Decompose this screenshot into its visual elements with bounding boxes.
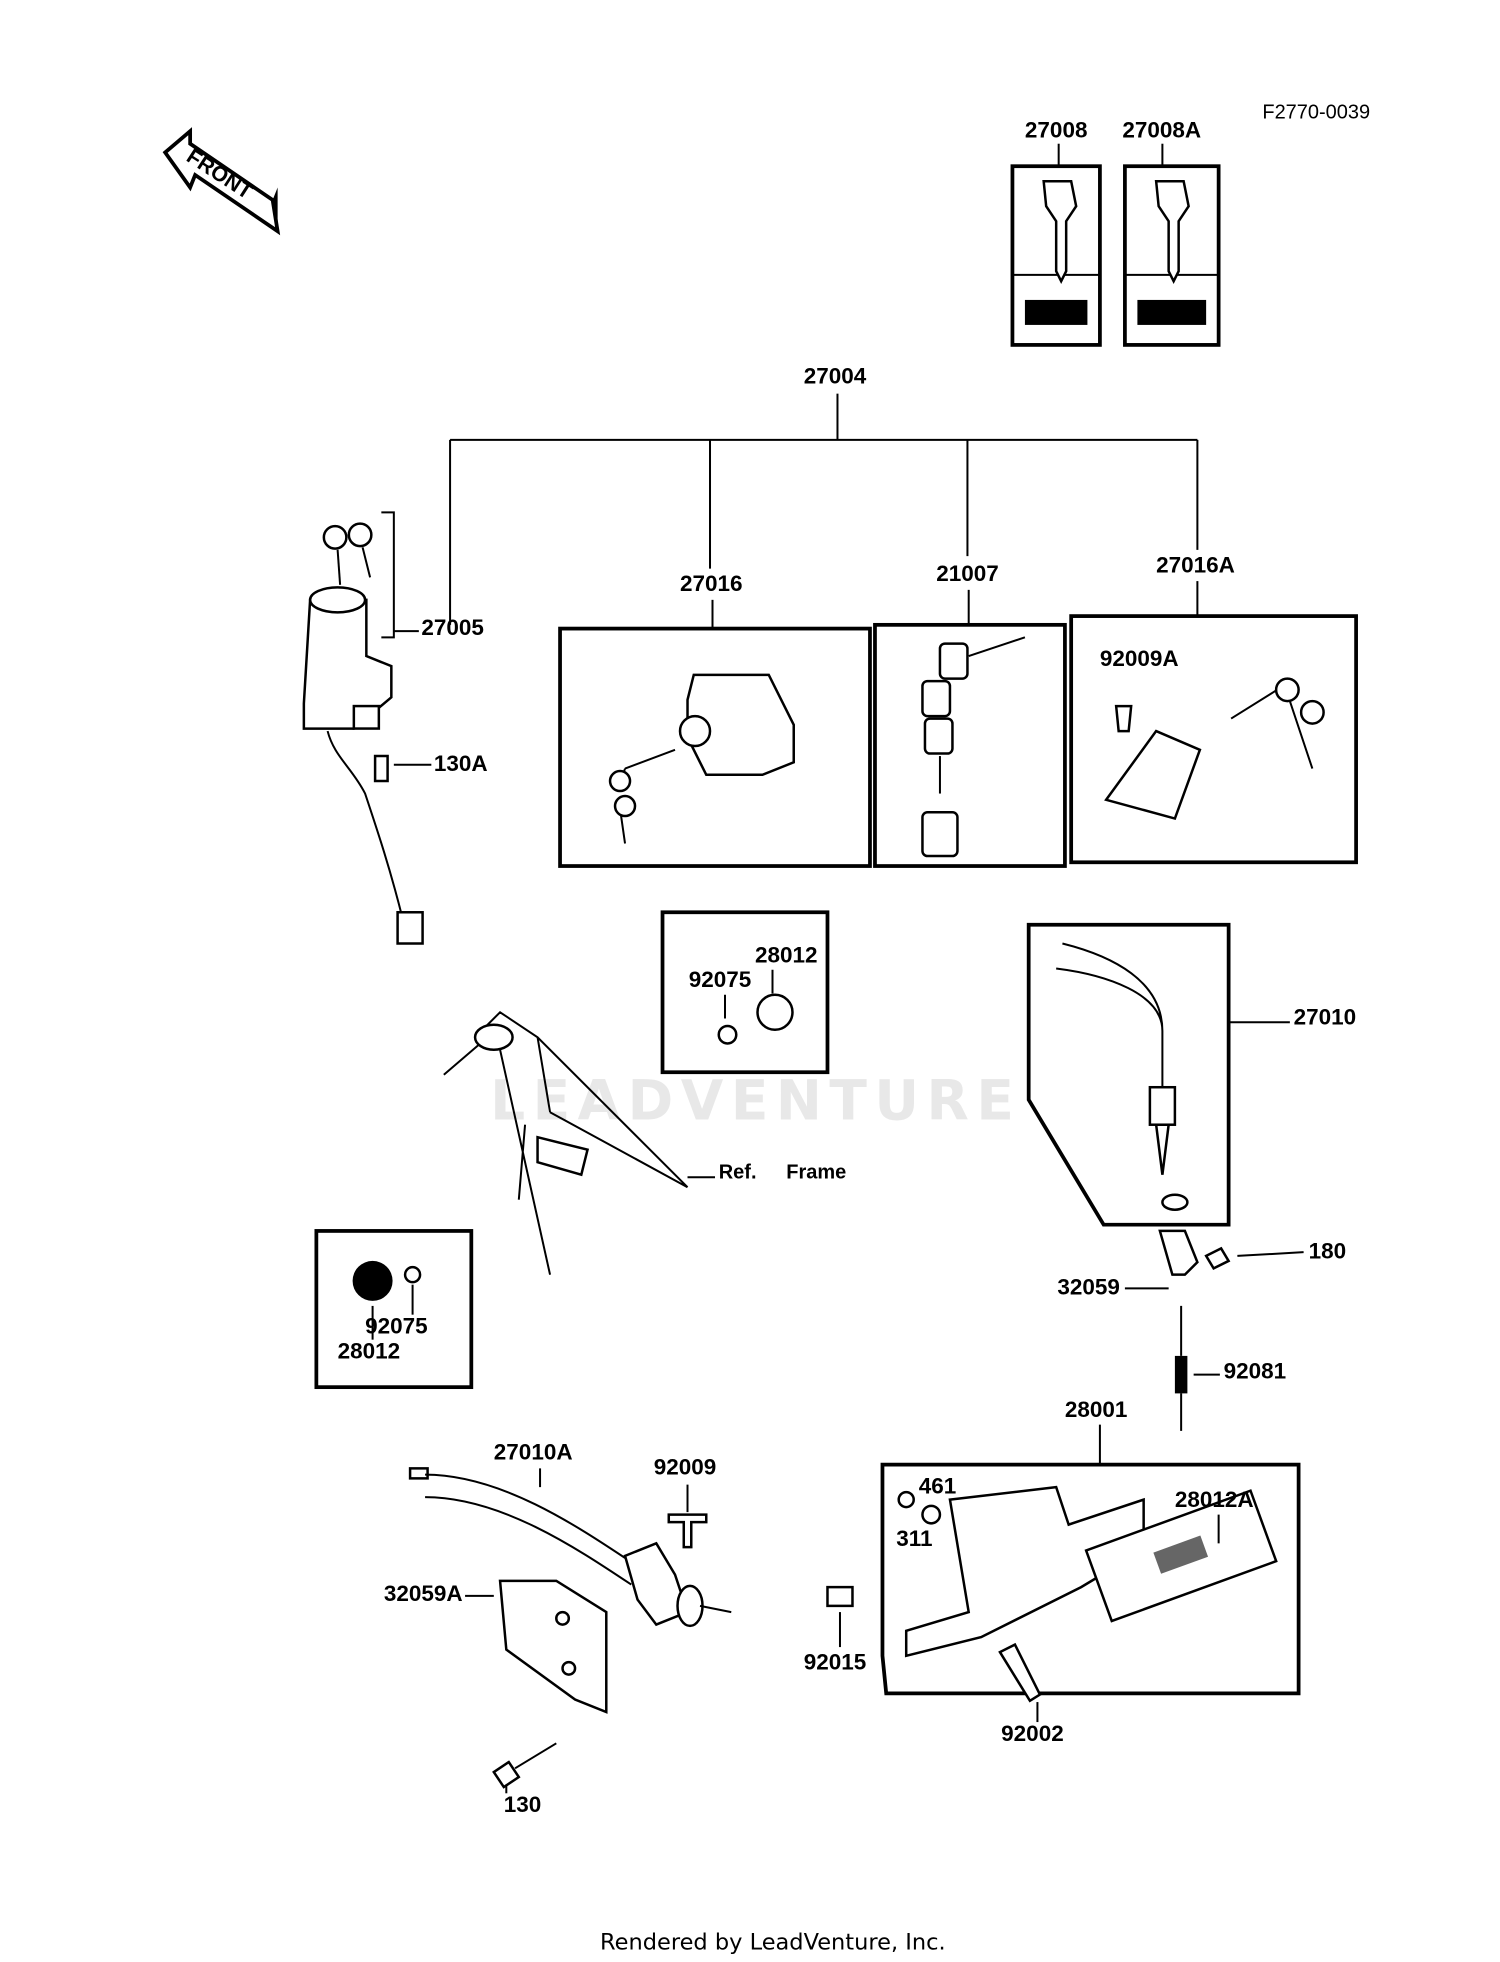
svg-text:28012: 28012: [338, 1338, 401, 1363]
svg-text:28012A: 28012A: [1175, 1487, 1254, 1512]
key-card-27008: 27008: [1010, 117, 1102, 347]
switch-27010: 27010: [1026, 922, 1357, 1227]
part-box-28012-left: 92075 28012: [314, 1229, 474, 1390]
svg-text:21007: 21007: [936, 561, 999, 586]
front-arrow-icon: FRONT: [162, 127, 281, 236]
svg-text:27008A: 27008A: [1122, 117, 1201, 142]
svg-text:92075: 92075: [365, 1313, 428, 1338]
svg-text:32059: 32059: [1057, 1275, 1120, 1300]
svg-text:130: 130: [504, 1792, 542, 1817]
svg-text:Frame: Frame: [786, 1161, 846, 1183]
svg-text:27010A: 27010A: [494, 1440, 573, 1465]
svg-text:28001: 28001: [1065, 1397, 1128, 1422]
svg-text:27016: 27016: [680, 571, 743, 596]
svg-text:27005: 27005: [421, 615, 484, 640]
frame-reference: Ref. Frame: [443, 1010, 846, 1275]
lock-set-27016: 27016: [558, 571, 872, 868]
svg-text:32059A: 32059A: [384, 1581, 463, 1606]
bracket-spring-group: 180 32059 92081: [1057, 1229, 1347, 1431]
assembly-27004-tree: 27004: [449, 364, 1199, 625]
svg-text:28012: 28012: [755, 942, 818, 967]
svg-text:27016A: 27016A: [1156, 552, 1235, 577]
svg-text:92002: 92002: [1001, 1721, 1064, 1746]
watermark: LEADVENTURE: [490, 1069, 1021, 1133]
svg-text:92081: 92081: [1224, 1358, 1287, 1383]
reflector-assembly-28001: 28001 461 311 28012A 92015 92002: [804, 1397, 1301, 1746]
svg-text:92009A: 92009A: [1100, 646, 1179, 671]
key-card-27008A: 27008A: [1122, 117, 1221, 347]
svg-text:92075: 92075: [689, 967, 752, 992]
switch-27010A-group: 27010A 92009 32059A 130: [384, 1440, 732, 1817]
svg-text:27004: 27004: [804, 364, 867, 389]
svg-text:92015: 92015: [804, 1650, 867, 1675]
diagram-id: F2770-0039: [1262, 102, 1370, 124]
key-set-21007: 21007: [873, 561, 1067, 868]
svg-text:130A: 130A: [434, 751, 488, 776]
part-box-28012-top: 28012 92075: [660, 910, 830, 1075]
svg-text:311: 311: [896, 1526, 932, 1551]
svg-text:Ref.: Ref.: [719, 1161, 757, 1183]
svg-text:180: 180: [1309, 1238, 1347, 1263]
svg-text:461: 461: [919, 1473, 957, 1498]
svg-text:92009: 92009: [654, 1455, 717, 1480]
svg-text:27010: 27010: [1294, 1005, 1357, 1030]
lock-set-27016A: 27016A 92009A: [1069, 552, 1358, 865]
footer-credit: Rendered by LeadVenture, Inc.: [600, 1930, 946, 1956]
ignition-switch-27005: 27005 130A: [302, 511, 488, 945]
svg-text:27008: 27008: [1025, 117, 1088, 142]
